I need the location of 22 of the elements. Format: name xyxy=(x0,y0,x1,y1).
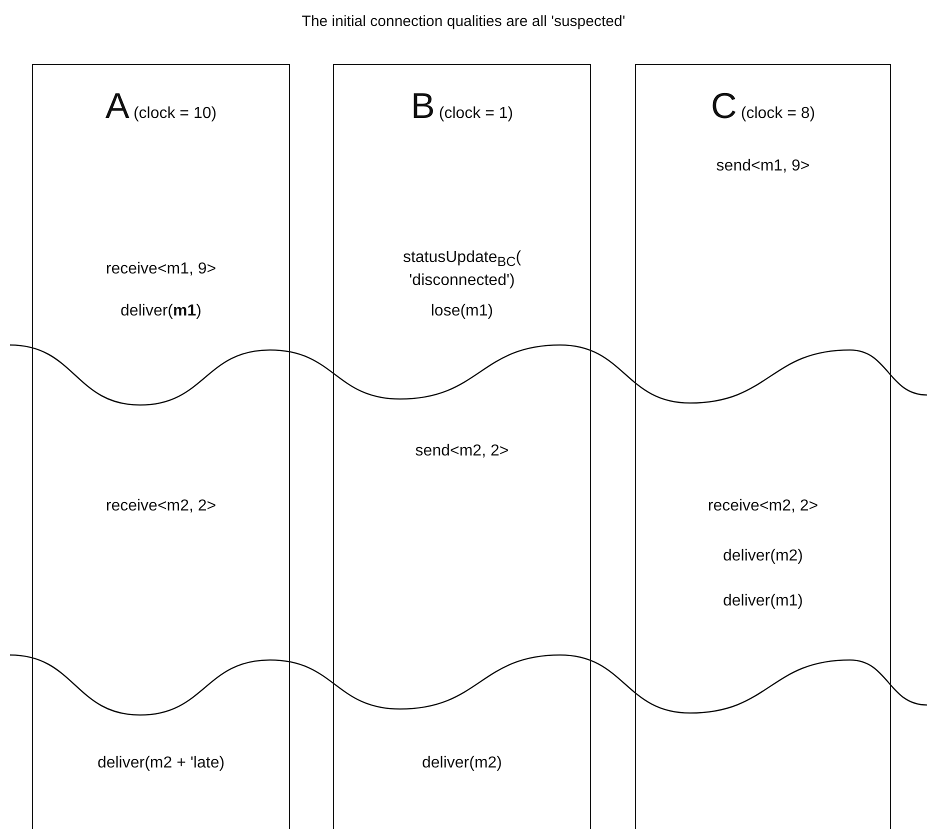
event-text: deliver(m1) xyxy=(120,302,202,320)
event-text: receive<m1, 9> xyxy=(106,260,216,278)
event-text: receive<m2, 2> xyxy=(708,496,818,516)
event-text: deliver(m1) xyxy=(722,592,803,610)
process-name: B xyxy=(410,85,435,126)
event-text: deliver(m2) xyxy=(422,754,502,772)
event-text: send<m2, 2> xyxy=(415,442,509,460)
process-lane xyxy=(333,64,591,829)
event-text: receive<m2, 2> xyxy=(106,496,216,516)
process-name: A xyxy=(105,85,130,126)
process-lane xyxy=(635,64,891,829)
clock-value: (clock = 10) xyxy=(133,105,217,122)
event-text: deliver(m2) xyxy=(722,546,803,566)
process-lane xyxy=(32,64,290,829)
clock-value: (clock = 8) xyxy=(740,105,816,122)
diagram-title: The initial connection qualities are all 'suspected' xyxy=(300,13,626,30)
event-text: lose(m1) xyxy=(430,302,494,320)
event-text: send<m1, 9> xyxy=(716,156,810,176)
clock-value: (clock = 1) xyxy=(438,105,514,122)
process-name: C xyxy=(710,85,737,126)
event-text: deliver(m2 + 'late) xyxy=(97,754,225,772)
event-text: statusUpdate$_{BC}$( 'disconnected') xyxy=(402,248,522,290)
